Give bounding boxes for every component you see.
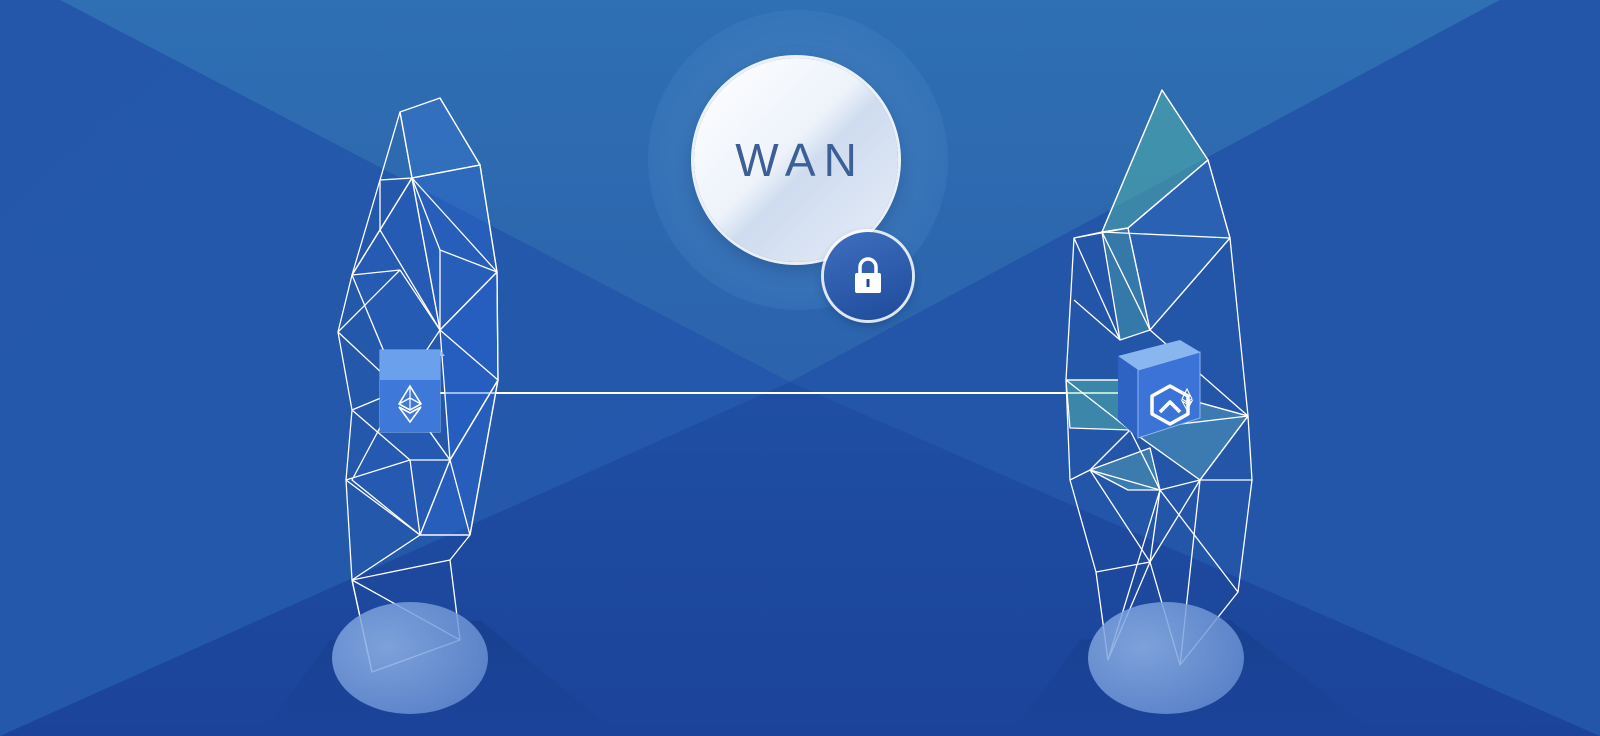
lock-icon: [855, 257, 881, 293]
ethereum-icon: [397, 384, 423, 424]
lock-badge: [824, 232, 912, 320]
wanchain-icon: [1150, 384, 1190, 426]
left-base: [332, 602, 488, 714]
coin-label: WAN: [735, 134, 865, 186]
ethereum-side-icon: [1180, 388, 1194, 412]
right-base: [1088, 602, 1244, 714]
left-crystal: [337, 97, 499, 673]
wan-coin: WAN: [694, 58, 898, 262]
